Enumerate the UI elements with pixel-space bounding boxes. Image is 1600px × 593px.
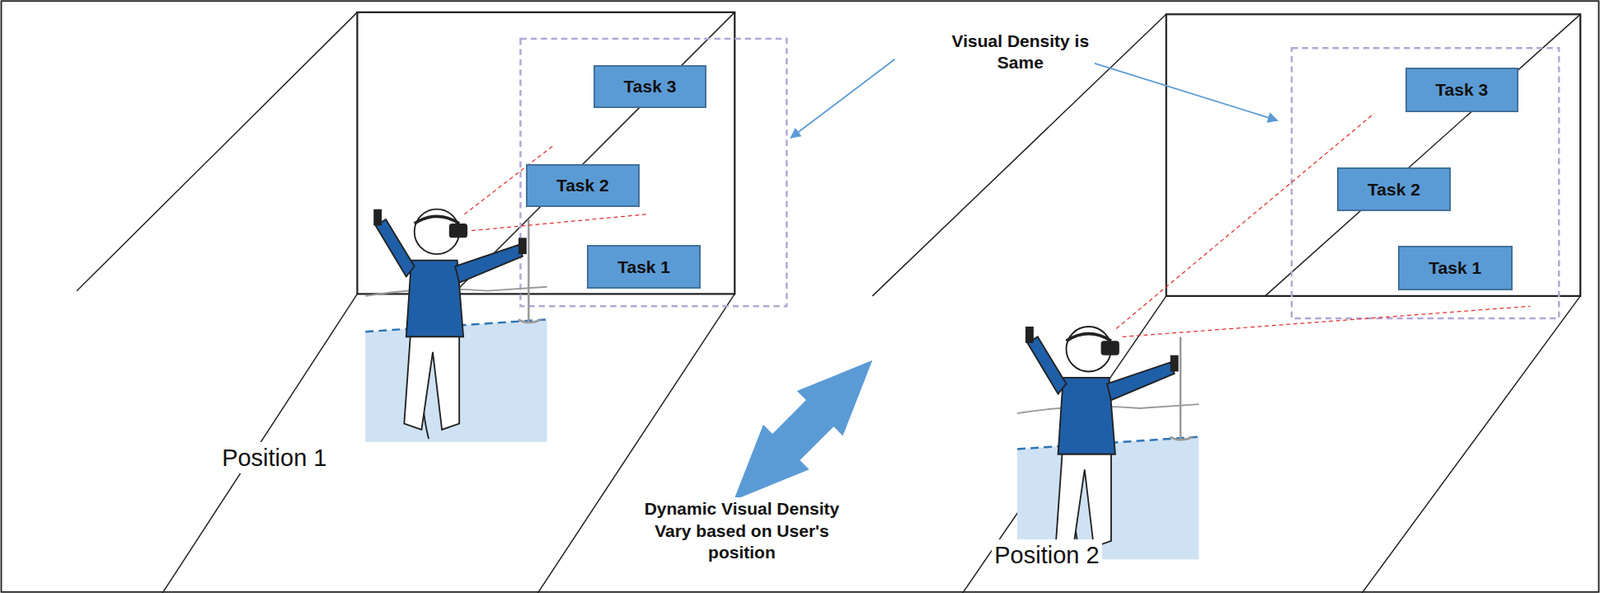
task-label: Task 3 (1435, 79, 1488, 100)
task-label: Task 2 (556, 175, 610, 196)
task-label: Task 1 (617, 257, 671, 277)
task-label: Task 1 (1428, 258, 1482, 278)
annotation-label: Visual Density is Same (946, 29, 1094, 76)
task-box: Task 3 (1405, 67, 1519, 113)
task-box: Task 2 (1337, 167, 1452, 212)
task-box: Task 1 (1398, 245, 1513, 290)
task-label: Task 2 (1367, 179, 1421, 200)
position-label: Position 1 (219, 441, 329, 474)
annotation-label: Dynamic Visual Density Vary based on Use… (637, 497, 847, 564)
task-box: Task 3 (593, 65, 706, 108)
task-box: Task 1 (586, 244, 702, 289)
position-label: Position 2 (991, 539, 1102, 571)
task-label: Task 3 (624, 76, 677, 97)
task-box: Task 2 (525, 164, 641, 207)
